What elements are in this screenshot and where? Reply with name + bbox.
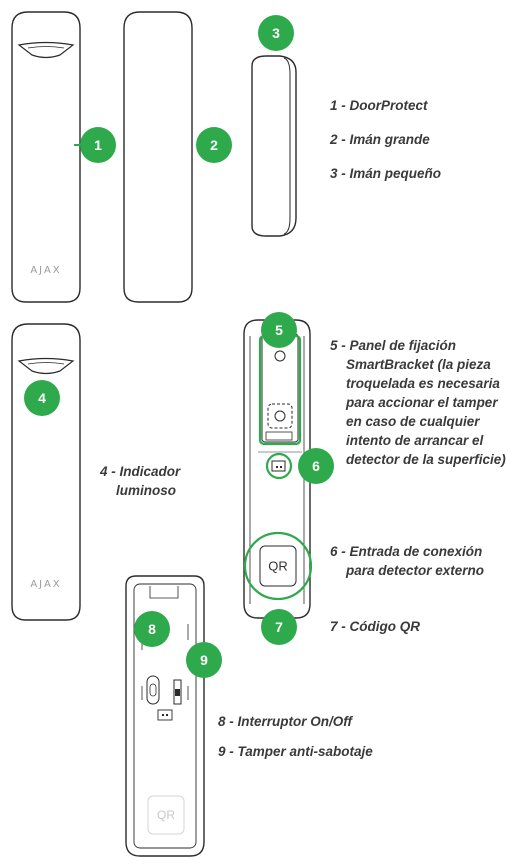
legend-4: 4 - Indicador luminoso — [100, 464, 181, 498]
doorprotect-open: QR — [125, 575, 205, 857]
legend-7: 7 - Código QR — [330, 619, 420, 634]
svg-text:7: 7 — [275, 619, 283, 635]
ajax-logo: AJAX — [30, 579, 61, 590]
doorprotect-led-view: AJAX — [11, 323, 81, 621]
marker-7: 7 — [261, 609, 297, 645]
marker-3: 3 — [258, 15, 294, 51]
legend-9: 9 - Tamper anti-sabotaje — [218, 744, 373, 759]
marker-1: 1 — [74, 127, 116, 163]
qr-code-faint: QR — [147, 795, 185, 835]
doorprotect-front: AJAX — [11, 11, 81, 303]
svg-text:9: 9 — [200, 652, 208, 668]
diagram-canvas: AJAX AJAX — [11, 11, 334, 857]
legend-3: 3 - Imán pequeño — [330, 166, 442, 181]
svg-text:6: 6 — [312, 458, 320, 474]
svg-text:2: 2 — [210, 137, 218, 153]
legend-5: 5 - Panel de fijación SmartBracket (la p… — [330, 338, 506, 467]
svg-text:QR: QR — [157, 808, 175, 822]
small-magnet — [251, 55, 297, 237]
svg-text:1: 1 — [94, 137, 102, 153]
doorprotect-back: QR — [243, 319, 313, 619]
marker-2: 2 — [196, 127, 232, 163]
marker-4: 4 — [24, 380, 60, 416]
on-off-switch — [146, 675, 160, 705]
qr-code: QR — [259, 545, 297, 587]
large-magnet — [123, 11, 193, 303]
legend-6: 6 - Entrada de conexión para detector ex… — [330, 544, 485, 578]
marker-8: 8 — [134, 611, 170, 647]
marker-9: 9 — [186, 642, 222, 678]
ajax-logo: AJAX — [30, 265, 61, 276]
marker-6: 6 — [298, 448, 334, 484]
svg-text:3: 3 — [272, 25, 280, 41]
marker-5: 5 — [261, 312, 297, 348]
smartbracket-panel — [261, 333, 299, 443]
svg-text:8: 8 — [148, 621, 156, 637]
led-indicator-icon — [17, 41, 75, 59]
led-indicator-icon — [17, 357, 75, 375]
external-detector-connector — [271, 460, 286, 472]
svg-text:QR: QR — [268, 559, 288, 574]
svg-text:5: 5 — [275, 322, 283, 338]
svg-text:4: 4 — [38, 390, 46, 406]
legend-1: 1 - DoorProtect — [330, 98, 428, 113]
legend-8: 8 - Interruptor On/Off — [218, 714, 352, 729]
tamper-button — [173, 679, 182, 705]
legend-2: 2 - Imán grande — [330, 132, 430, 147]
